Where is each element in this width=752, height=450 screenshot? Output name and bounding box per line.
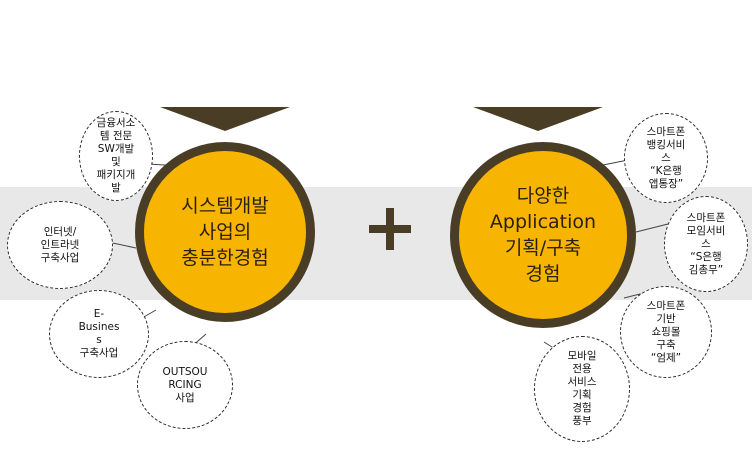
left-item-2: 인터넷/ 인트라넷 구축사업 — [7, 201, 113, 289]
right-center-label: 다양한 Application 기획/구축 경험 — [489, 185, 597, 285]
plus-icon — [369, 208, 411, 250]
left-item-3-label: E- Busines s 구축사업 — [78, 308, 120, 359]
left-item-4-label: OUTSOU RCING 사업 — [162, 365, 208, 404]
right-item-2-label: 스마트폰 모임서비 스 “S은행 김총무” — [686, 211, 726, 276]
right-center-circle: 다양한 Application 기획/구축 경험 — [450, 142, 636, 328]
left-item-4: OUTSOU RCING 사업 — [137, 341, 233, 429]
left-item-2-label: 인터넷/ 인트라넷 구축사업 — [40, 225, 80, 264]
right-item-1: 스마트폰 뱅킹서비 스 “K은행 앱통장” — [624, 113, 708, 203]
right-item-3-label: 스마트폰 기반 쇼핑몰 구축 “엄제” — [646, 299, 686, 364]
left-item-1: 금융서소 템 전문 SW개발 및 패키지개 발 — [79, 111, 153, 201]
left-item-3: E- Busines s 구축사업 — [49, 290, 149, 378]
right-item-3: 스마트폰 기반 쇼핑몰 구축 “엄제” — [620, 286, 712, 378]
left-item-1-label: 금융서소 템 전문 SW개발 및 패키지개 발 — [96, 117, 136, 194]
left-center-label: 시스템개발 사업의 충분한경험 — [181, 195, 269, 269]
left-down-arrow — [160, 107, 290, 131]
right-item-1-label: 스마트폰 뱅킹서비 스 “K은행 앱통장” — [646, 125, 686, 190]
right-item-4: 모바일 전용 서비스 기획 경험 풍부 — [534, 336, 630, 442]
left-center-circle: 시스템개발 사업의 충분한경험 — [135, 142, 315, 322]
right-item-4-label: 모바일 전용 서비스 기획 경험 풍부 — [567, 350, 597, 427]
right-item-2: 스마트폰 모임서비 스 “S은행 김총무” — [664, 196, 748, 292]
connector-right-2 — [635, 223, 669, 233]
right-down-arrow — [473, 107, 603, 131]
